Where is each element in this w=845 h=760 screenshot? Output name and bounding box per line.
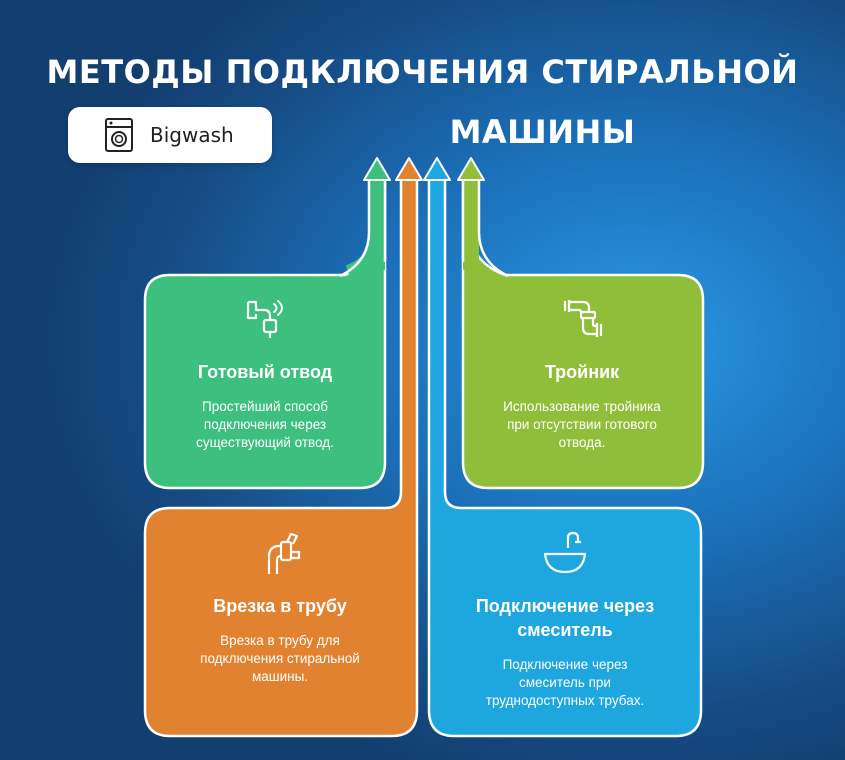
- card-tee-text: Использование тройника при отсутствии го…: [503, 399, 661, 450]
- sink-icon: [543, 531, 587, 574]
- arrow-head-blue: [423, 157, 451, 181]
- pipe-wrench-icon: [267, 532, 301, 574]
- pipe-fitting-icon: [563, 300, 603, 337]
- page-title-line1: МЕТОДЫ ПОДКЛЮЧЕНИЯ СТИРАЛЬНОЙ: [46, 53, 799, 91]
- card-tee-title: Тройник: [544, 362, 620, 382]
- arrow-head-green: [363, 157, 391, 181]
- page-title-line2: МАШИНЫ: [449, 113, 636, 151]
- card-mixer-title: Подключение через смеситель: [475, 596, 655, 640]
- card-pipe-tap-title: Врезка в трубу: [213, 596, 347, 616]
- card-mixer: Подключение через смеситель Подключение …: [459, 530, 671, 710]
- brand-name: Bigwash: [150, 123, 234, 147]
- faucet-icon: [246, 300, 283, 338]
- card-mixer-shape: [427, 170, 703, 738]
- card-tee: Тройник Использование тройника при отсут…: [487, 296, 677, 452]
- brand-logo: Bigwash: [68, 107, 272, 163]
- arrow-head-orange: [395, 157, 423, 181]
- card-pipe-tap-text: Врезка в трубу для подключения стирально…: [200, 633, 360, 684]
- card-pipe-tap: Врезка в трубу Врезка в трубу для подклю…: [175, 530, 385, 686]
- washing-machine-icon: [105, 118, 133, 152]
- card-pipe-tap-shape: [143, 170, 419, 738]
- card-ready-outlet-title: Готовый отвод: [197, 362, 333, 382]
- card-ready-outlet-text: Простейший способ подключения через суще…: [196, 399, 334, 450]
- card-mixer-text: Подключение через смеситель при труднодо…: [485, 657, 645, 708]
- card-ready-outlet: Готовый отвод Простейший способ подключе…: [170, 296, 360, 452]
- arrow-head-olive: [457, 157, 485, 181]
